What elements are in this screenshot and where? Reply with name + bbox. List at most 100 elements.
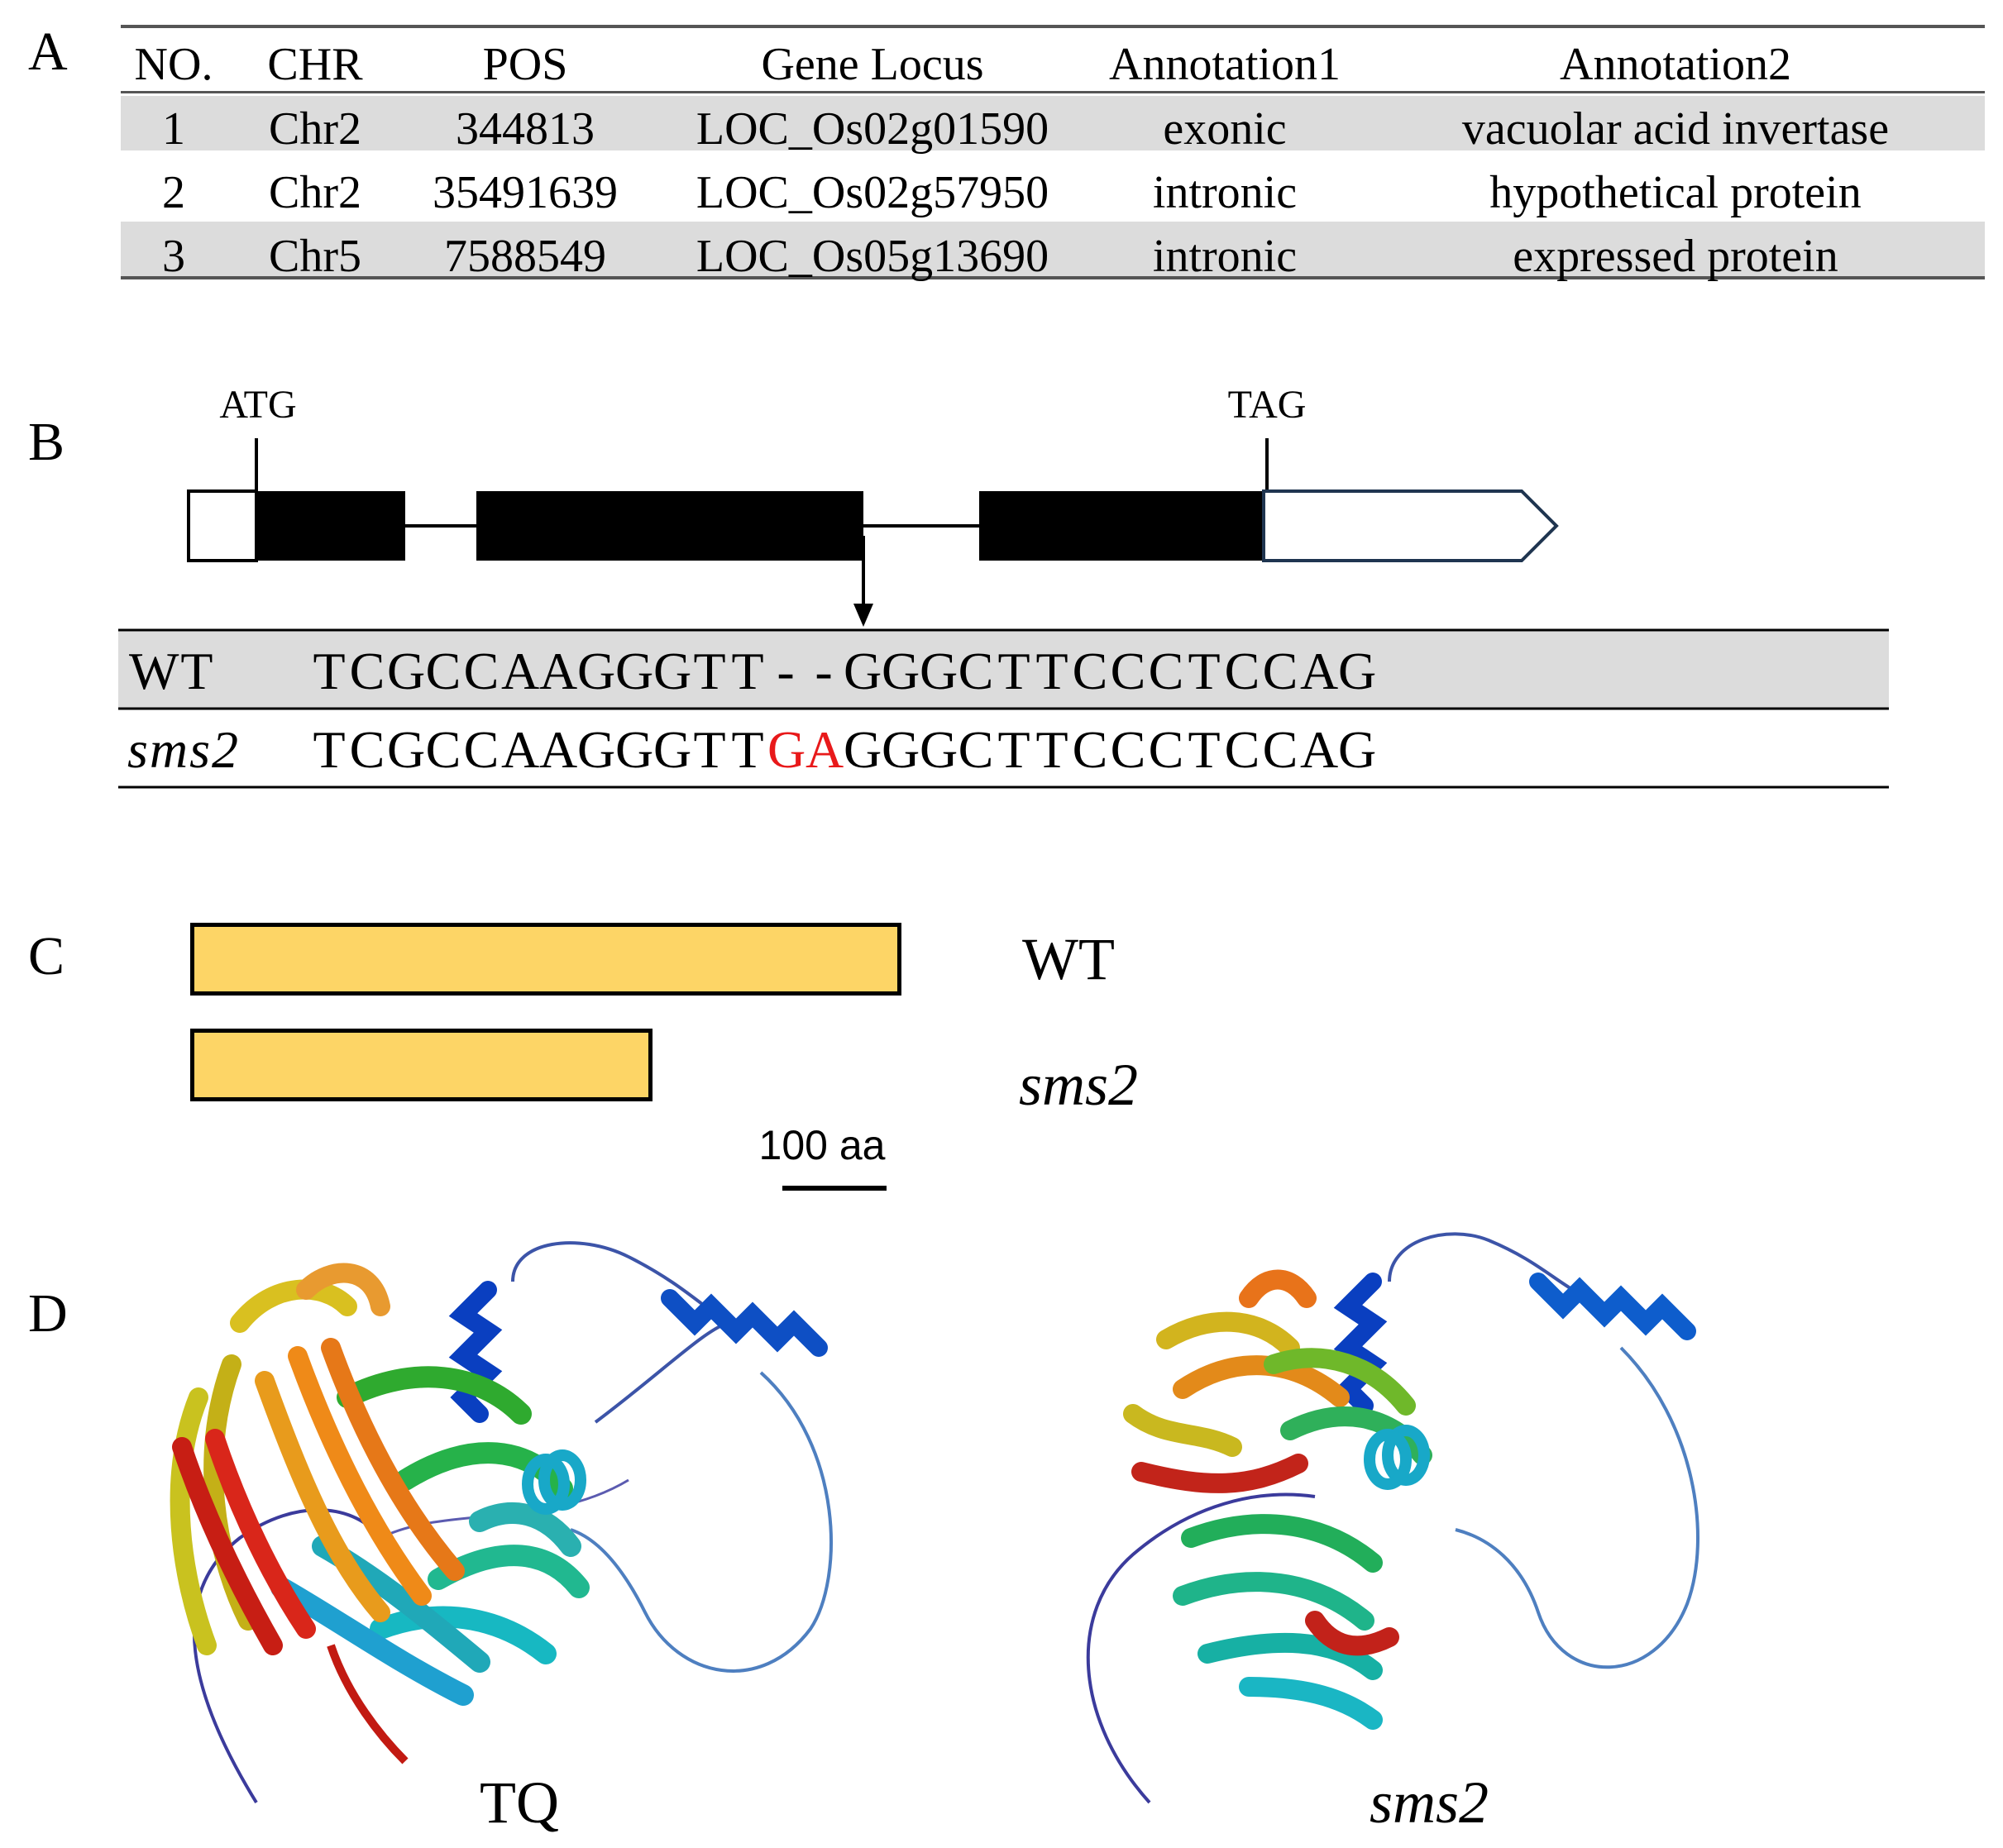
wt-nucleotide: T — [313, 642, 347, 700]
table-cell: Chr2 — [269, 167, 361, 218]
table-cell: 2 — [162, 167, 185, 218]
sms2-nucleotide: T — [1035, 720, 1070, 779]
table-header-annotation1: Annotation1 — [1109, 39, 1341, 90]
sms2-nucleotide: G — [882, 720, 922, 779]
sms2-nucleotide: A — [539, 720, 580, 779]
sms2-nucleotide: T — [693, 720, 728, 779]
wt-nucleotide: C — [1262, 642, 1300, 700]
panel-label-c: C — [28, 926, 65, 986]
sms2-nucleotide: G — [387, 720, 428, 779]
wt-nucleotide: G — [653, 642, 694, 700]
table-cell: 35491639 — [433, 167, 618, 218]
tq-structure-label: TQ — [480, 1769, 559, 1836]
sms2-label: sms2 — [127, 720, 241, 779]
wt-nucleotide: C — [463, 642, 501, 700]
table-header-gene-locus: Gene Locus — [761, 39, 984, 90]
wt-nucleotide: G — [387, 642, 428, 700]
sms2-nucleotide: G — [653, 720, 694, 779]
table-cell: intronic — [1152, 167, 1298, 218]
sms2-nucleotide: T — [1188, 720, 1222, 779]
table-cell: hypothetical protein — [1489, 167, 1862, 218]
wt-nucleotide: C — [958, 642, 996, 700]
table-cell: exonic — [1163, 103, 1287, 155]
table-cell: expressed protein — [1513, 231, 1838, 282]
mutation-arrowhead — [853, 604, 873, 627]
sms2-nucleotide: C — [1224, 720, 1262, 779]
sms2-nucleotide: C — [1262, 720, 1300, 779]
table-cell: 7588549 — [444, 231, 606, 282]
tq-protein-structure — [170, 1241, 833, 1804]
wt-nucleotide: A — [1300, 642, 1341, 700]
scale-bar-label: 100 aa — [758, 1122, 886, 1168]
wt-nucleotide: G — [615, 642, 656, 700]
wt-nucleotide: C — [1072, 642, 1110, 700]
snp-table: NO. CHR POS Gene Locus Annotation1 Annot… — [121, 25, 1985, 289]
table-top-rule — [121, 25, 1985, 28]
exon-1 — [255, 491, 405, 561]
table-cell: vacuolar acid invertase — [1461, 103, 1890, 155]
table-header-rule — [121, 91, 1985, 93]
utr5-box — [187, 489, 258, 562]
sms2-nucleotide: C — [1072, 720, 1110, 779]
sms2-nucleotide: G — [844, 720, 884, 779]
wt-nucleotide: T — [693, 642, 728, 700]
table-header-annotation2: Annotation2 — [1560, 39, 1791, 90]
wt-nucleotide: T — [997, 642, 1032, 700]
sms2-protein-structure — [1086, 1232, 1699, 1804]
sms2-nucleotide: G — [615, 720, 656, 779]
table-cell: LOC_Os05g13690 — [696, 231, 1049, 282]
sms2-nucleotide: C — [463, 720, 501, 779]
table-cell: LOC_Os02g01590 — [696, 103, 1049, 155]
exon-2 — [476, 491, 863, 561]
sms2-nucleotide: G — [767, 720, 808, 779]
wt-label: WT — [129, 642, 215, 700]
sms2-nucleotide: C — [349, 720, 387, 779]
wt-nucleotide: G — [577, 642, 618, 700]
sms2-nucleotide: T — [731, 720, 766, 779]
wt-nucleotide: G — [882, 642, 922, 700]
wt-nucleotide: G — [844, 642, 884, 700]
wt-protein-label: WT — [1022, 926, 1115, 992]
sms2-structure-label: sms2 — [1369, 1769, 1489, 1836]
panel-label-a: A — [28, 21, 68, 82]
exon-3 — [979, 491, 1264, 561]
wt-nucleotide: C — [1148, 642, 1186, 700]
wt-nucleotide: T — [731, 642, 766, 700]
utr3-arrow — [1262, 489, 1559, 562]
wt-nucleotide: G — [920, 642, 960, 700]
sms2-nucleotide: C — [1110, 720, 1148, 779]
scale-bar — [782, 1186, 887, 1191]
wt-nucleotide: C — [1224, 642, 1262, 700]
wt-nucleotide: - — [777, 642, 796, 700]
sms2-nucleotide: T — [313, 720, 347, 779]
wt-nucleotide: T — [1188, 642, 1222, 700]
sms2-nucleotide: C — [958, 720, 996, 779]
wt-nucleotide: T — [1035, 642, 1070, 700]
table-header-chr: CHR — [267, 39, 363, 90]
table-bottom-rule — [121, 276, 1985, 279]
sms2-nucleotide: C — [1148, 720, 1186, 779]
wt-nucleotide: A — [501, 642, 542, 700]
gene-model-diagram — [118, 438, 1889, 789]
sms2-nucleotide: G — [1338, 720, 1379, 779]
table-row-shade-1 — [121, 96, 1985, 150]
table-cell: intronic — [1152, 231, 1298, 282]
wt-sequence: TCGCCAAGGGTT--GGGCTTCCCTCCAG — [311, 645, 1376, 698]
table-row-shade-3 — [121, 222, 1985, 276]
sms2-nucleotide: A — [501, 720, 542, 779]
wt-nucleotide: - — [815, 642, 834, 700]
table-cell: Chr5 — [269, 231, 361, 282]
start-codon-label: ATG — [219, 383, 297, 427]
table-cell: 1 — [162, 103, 185, 155]
wt-row-shade — [118, 630, 1889, 708]
sms2-nucleotide: T — [997, 720, 1032, 779]
wt-protein-bar — [190, 923, 901, 996]
panel-label-b: B — [28, 412, 65, 472]
table-cell: 344813 — [456, 103, 595, 155]
wt-nucleotide: G — [1338, 642, 1379, 700]
sms2-protein-label: sms2 — [1019, 1052, 1139, 1118]
wt-nucleotide: A — [539, 642, 580, 700]
table-cell: 3 — [162, 231, 185, 282]
stop-codon-label: TAG — [1227, 383, 1307, 427]
sms2-nucleotide: A — [806, 720, 846, 779]
